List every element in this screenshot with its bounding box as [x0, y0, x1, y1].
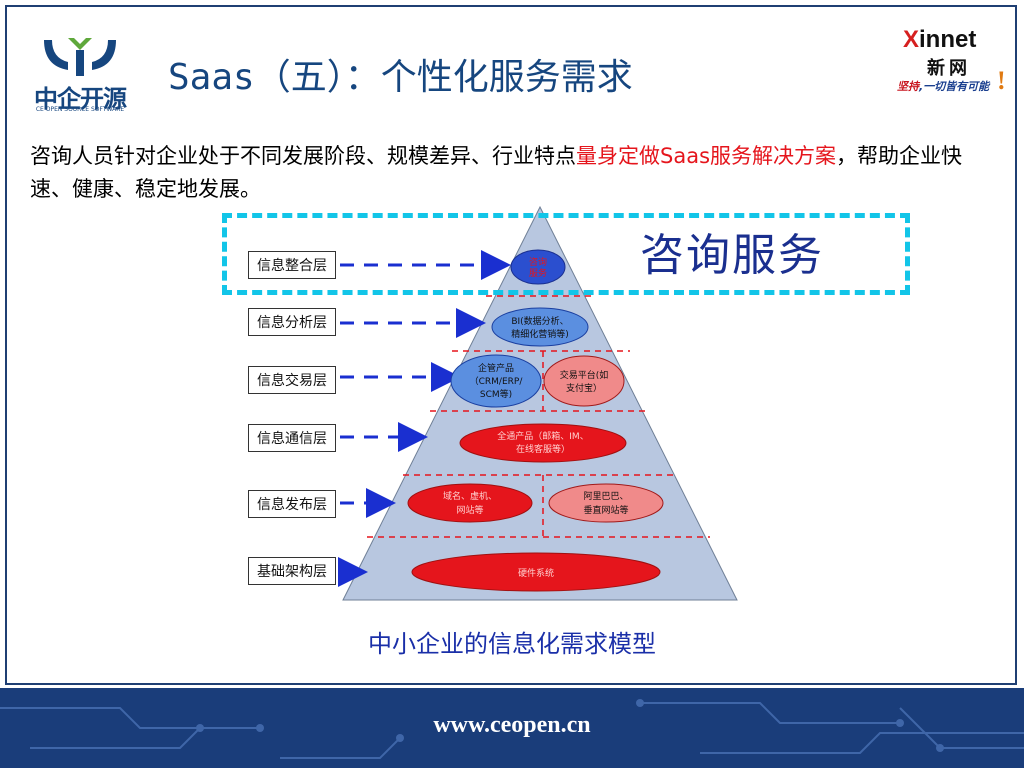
intro-part2: ，帮助企业快速、健康、稳定地发展。: [30, 144, 963, 201]
ce-logo-brand: 中企开源: [34, 85, 127, 113]
xinnet-rest: innet: [919, 26, 977, 53]
consult-node-line1: 咨询: [529, 256, 547, 268]
slide-frame: [5, 5, 1017, 685]
ce-logo: 中企开源 CE OPEN SOURCE SOFTWARE: [30, 36, 130, 118]
footer-bar: www.ceopen.cn: [0, 688, 1024, 768]
erp-line1: 企管产品: [478, 362, 514, 374]
layer-label-publish: 信息发布层: [248, 490, 336, 518]
erp-line3: SCM等): [480, 388, 512, 400]
hardware-line1: 硬件系统: [518, 567, 554, 579]
alibaba-line1: 阿里巴巴、: [583, 491, 628, 502]
ce-logo-icon: [44, 38, 116, 76]
pyramid-labels: 咨询 服务 BI(数据分析、 精细化营销等) 企管产品 （CRM/ERP/ SC…: [443, 256, 629, 579]
trade-line1: 交易平台(如: [560, 369, 609, 381]
ellipse-comm: [459, 423, 627, 463]
layer-label-analysis: 信息分析层: [248, 308, 336, 336]
ce-logo-sub: CE OPEN SOURCE SOFTWARE: [35, 106, 125, 113]
intro-part1: 咨询人员针对企业处于不同发展阶段、规模差异、行业特点: [30, 144, 576, 168]
bi-line1: BI(数据分析、: [511, 315, 568, 327]
layer-arrows: [338, 250, 511, 587]
consult-node-line2: 服务: [529, 267, 547, 279]
ellipse-domain: [407, 483, 533, 523]
xinnet-slogan-a: 坚持: [897, 80, 919, 93]
consult-label: 咨询服务: [640, 230, 824, 281]
erp-line2: （CRM/ERP/: [470, 376, 524, 387]
ellipse-trade: [543, 355, 625, 407]
page-title: Saas（五）：个性化服务需求: [168, 57, 633, 98]
footer-url: www.ceopen.cn: [433, 712, 591, 738]
comm-line2: 在线客服等）: [516, 443, 570, 455]
xinnet-bang: !: [997, 66, 1006, 95]
layer-dividers: [367, 295, 710, 538]
layer-label-integration: 信息整合层: [248, 251, 336, 279]
intro-highlight: 量身定做Saas服务解决方案: [576, 144, 837, 168]
intro-text: 咨询人员针对企业处于不同发展阶段、规模差异、行业特点量身定做Saas服务解决方案…: [30, 140, 990, 206]
xinnet-logo: Xinnet 新网 坚持,一切皆有可能 !: [895, 26, 1006, 106]
domain-line2: 网站等: [456, 504, 483, 516]
diagram-caption: 中小企业的信息化需求模型: [368, 630, 656, 658]
xinnet-cn: 新网: [927, 58, 971, 79]
ellipse-erp: [450, 354, 542, 408]
xinnet-x: X: [903, 26, 920, 53]
layer-label-trade: 信息交易层: [248, 366, 336, 394]
ellipse-bi: [491, 307, 589, 347]
xinnet-slogan-b: ,一切皆有可能: [919, 80, 990, 93]
xinnet-brand: Xinnet: [903, 26, 976, 54]
ellipse-consult: [510, 249, 566, 285]
alibaba-line2: 垂直网站等: [583, 504, 628, 516]
ellipse-hardware: [411, 552, 661, 592]
domain-line1: 域名、虚机、: [443, 490, 497, 502]
layer-label-comm: 信息通信层: [248, 424, 336, 452]
ellipse-alibaba: [548, 483, 664, 523]
xinnet-slogan: 坚持,一切皆有可能: [897, 78, 989, 94]
layer-label-infra: 基础架构层: [248, 557, 336, 585]
trade-line2: 支付宝）: [566, 382, 602, 394]
comm-line1: 全通产品（邮箱、IM、: [497, 430, 588, 442]
circuit-pattern: [0, 699, 1024, 759]
consult-dashed-box: [222, 213, 910, 295]
bi-line2: 精细化营销等): [511, 328, 569, 340]
